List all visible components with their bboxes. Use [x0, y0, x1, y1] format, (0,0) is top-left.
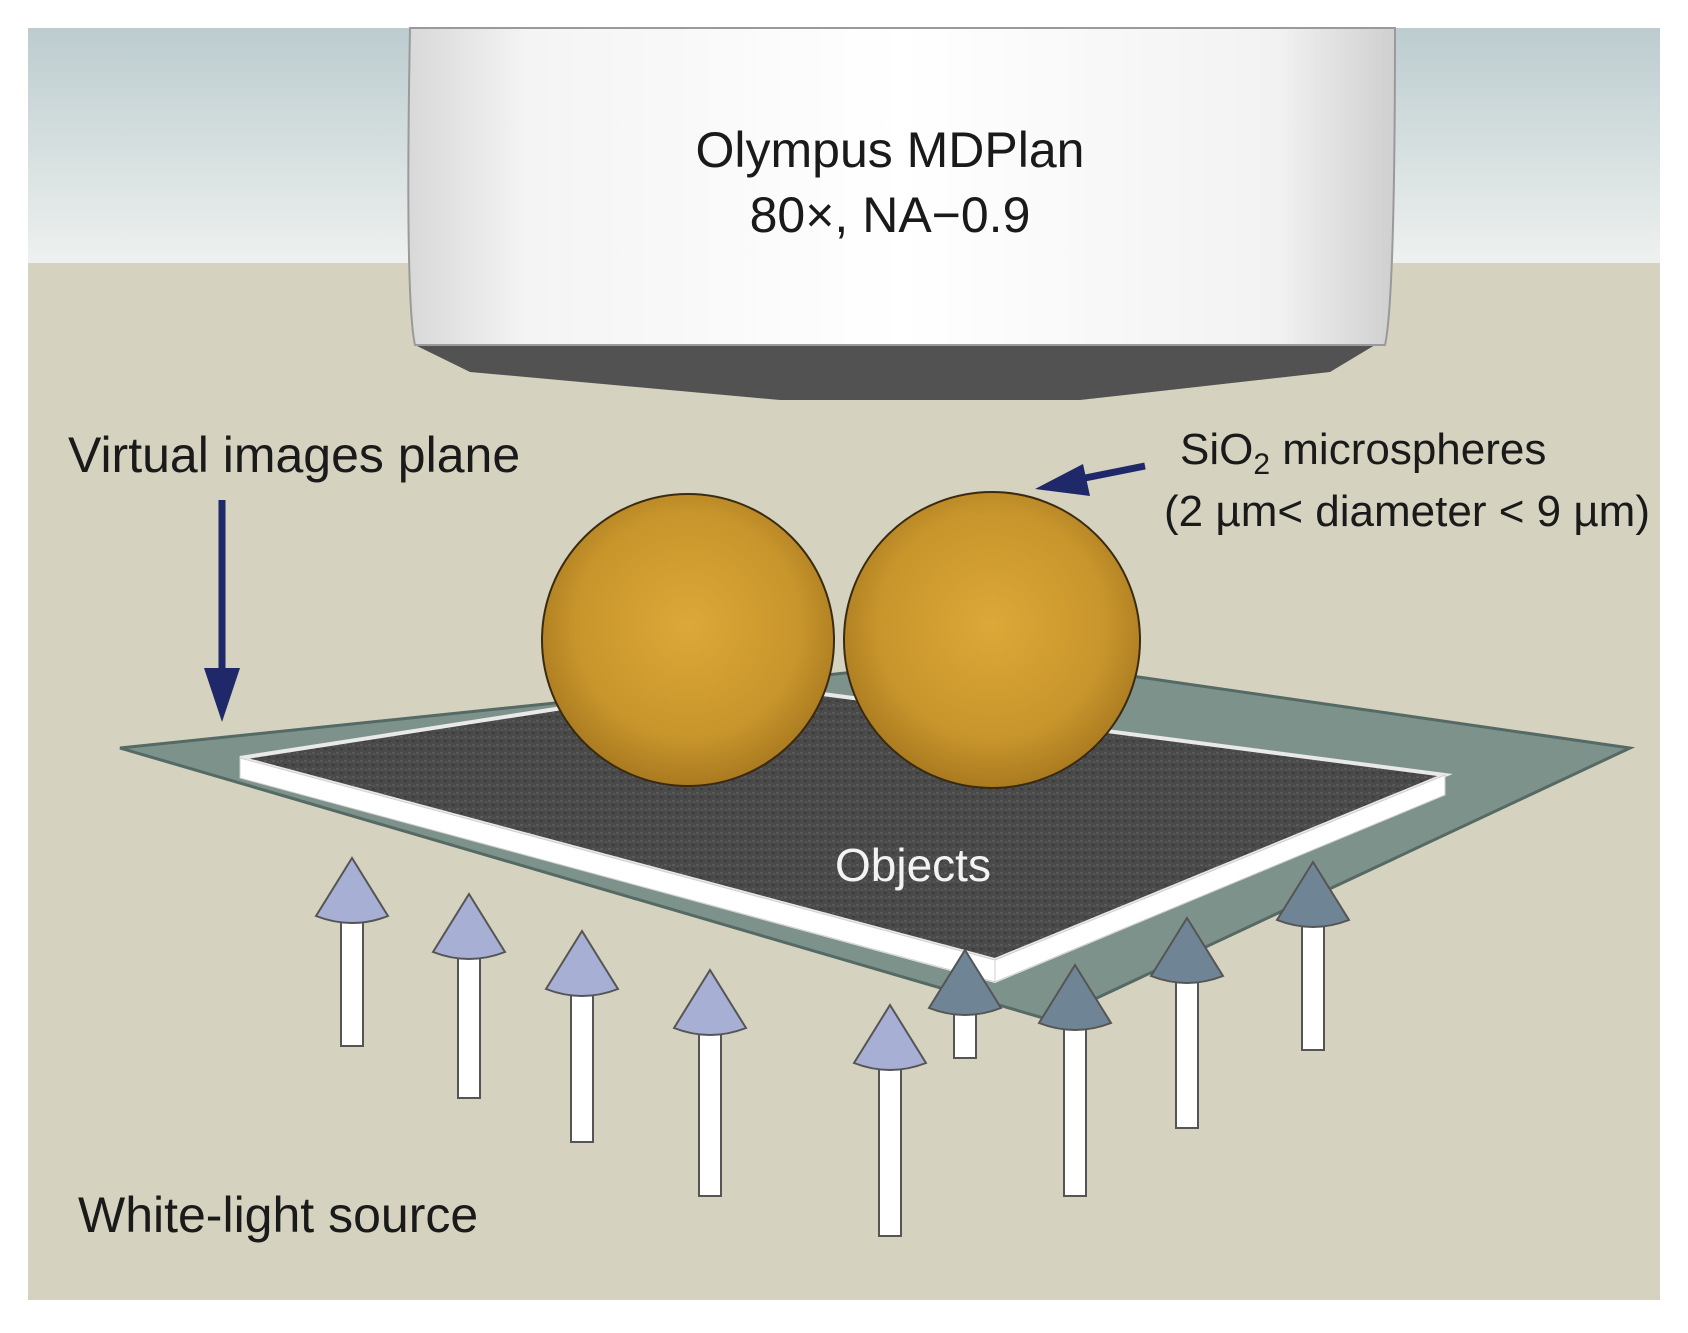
objective-body: [407, 27, 1397, 346]
objective-tip: [415, 345, 1375, 400]
light-arrow-icon: [431, 892, 507, 1099]
light-source-label: White-light source: [78, 1187, 479, 1243]
objective-spec: 80×, NA−0.9: [749, 187, 1031, 243]
objective-lens: [407, 27, 1397, 400]
microspheres-prefix: SiO: [1180, 425, 1254, 474]
microspheres-range-label: (2 µm< diameter < 9 µm): [1164, 487, 1650, 536]
microspheres-label: SiO2 microspheres: [1180, 420, 1546, 495]
light-arrow-icon: [1149, 916, 1225, 1129]
light-arrow-icon: [852, 1003, 928, 1237]
light-arrow-icon: [1037, 963, 1113, 1197]
microsphere-right: [843, 491, 1141, 789]
light-arrows: [314, 856, 1351, 1237]
light-arrow-icon: [544, 929, 620, 1143]
microspheres-subscript: 2: [1253, 447, 1271, 481]
sample-side-right: [994, 774, 1446, 983]
objective-label: Olympus MDPlan 80×, NA−0.9: [600, 120, 1180, 245]
microsphere-left: [541, 493, 835, 787]
light-arrow-icon: [1275, 860, 1351, 1051]
virtual-plane-label: Virtual images plane: [68, 427, 521, 483]
sample-slab: [239, 679, 1453, 983]
microspheres-suffix: microspheres: [1270, 425, 1547, 474]
light-arrow-icon: [672, 968, 748, 1197]
objective-name: Olympus MDPlan: [695, 122, 1085, 178]
virtual-plane-arrow-icon: [204, 500, 240, 722]
microsphere-pointer-arrow-icon: [1035, 462, 1146, 496]
objects-label: Objects: [835, 839, 991, 891]
light-arrow-icon: [927, 948, 1003, 1059]
light-arrow-icon: [314, 856, 390, 1047]
